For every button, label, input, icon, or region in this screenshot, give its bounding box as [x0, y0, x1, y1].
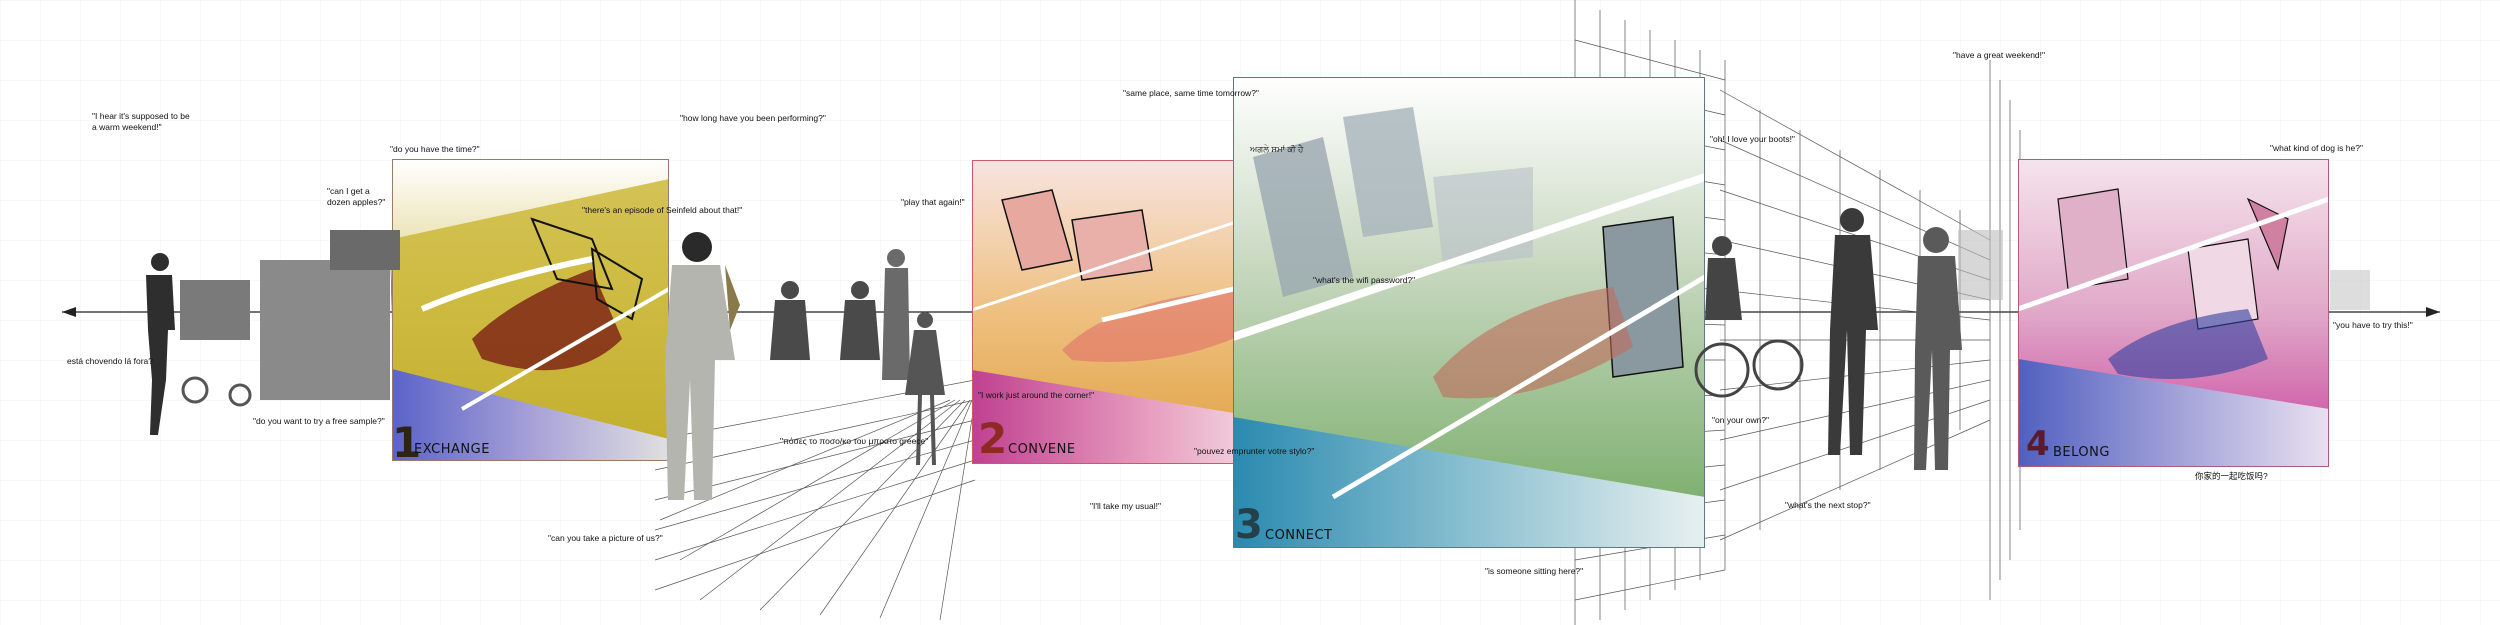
- woman-with-cart-figure: [146, 253, 175, 435]
- quote-on-your-own: "on your own?": [1712, 415, 1770, 425]
- quote-next-stop: "what's the next stop?": [1785, 500, 1871, 510]
- texture-block-left: [1958, 230, 2003, 300]
- quote-do-you-have-time: "do you have the time?": [390, 144, 480, 154]
- quote-wifi: "what's the wifi password?": [1313, 275, 1416, 285]
- drummer-figure: [882, 249, 910, 380]
- stage-number-1: 1: [392, 418, 422, 462]
- timeline-arrow-left: [62, 307, 76, 317]
- quote-picture: "can you take a picture of us?": [548, 533, 663, 543]
- belong-site-plan: [2018, 159, 2329, 467]
- market-cart-figure: [180, 280, 252, 407]
- quote-punjabi: ਅਗਲੇ ਸਮਾਂ ਕੀ ਹੈ: [1250, 144, 1304, 154]
- quote-try-this: "you have to try this!": [2333, 320, 2413, 330]
- quote-free-sample: "do you want to try a free sample?": [253, 416, 385, 426]
- convene-site-plan: [972, 160, 1276, 464]
- quote-love-boots: "oh! I love your boots!": [1710, 134, 1795, 144]
- panel-belong-frame: [2018, 159, 2329, 467]
- man-with-cap-figure: [1914, 227, 1962, 470]
- quote-dozen-apples: "can I get a dozen apples?": [327, 186, 386, 207]
- timeline-arrow-right: [2426, 307, 2440, 317]
- quote-warm-weekend: "I hear it's supposed to be a warm weeke…: [92, 111, 190, 132]
- quote-usual: "I'll take my usual!": [1090, 501, 1161, 511]
- stage-label-convene: CONVENE: [1008, 442, 1076, 457]
- quote-french: "pouvez emprunter votre stylo?": [1194, 446, 1315, 456]
- stage-number-4: 4: [2026, 424, 2050, 464]
- quote-greek: "πόσες το ποσο/κο του μπρατο greece": [780, 436, 929, 446]
- panel-connect-frame: [1233, 77, 1705, 548]
- market-stall-figure: [260, 230, 400, 400]
- quote-esta-chovendo: está chovendo lá fora?: [67, 356, 154, 366]
- texture-block-right: [2330, 270, 2370, 310]
- stage-label-belong: BELONG: [2053, 445, 2110, 460]
- exchange-site-plan: [392, 159, 669, 461]
- connect-site-plan: [1233, 77, 1705, 548]
- panel-connect: 3 CONNECT: [1233, 77, 1705, 548]
- quote-seinfeld: "there's an episode of Seinfeld about th…: [582, 205, 743, 215]
- stage-number-2: 2: [978, 414, 1008, 463]
- quote-same-place: "same place, same time tomorrow?": [1123, 88, 1259, 98]
- man-with-hat-figure: [1828, 208, 1878, 455]
- dancing-girl-figure: [905, 312, 945, 466]
- panel-exchange-frame: [392, 159, 669, 461]
- quote-someone-sitting: "is someone sitting here?": [1485, 566, 1584, 576]
- quote-how-long: "how long have you been performing?": [680, 113, 826, 123]
- quote-great-weekend: "have a great weekend!": [1953, 50, 2046, 60]
- quote-korean: 你家的一起吃饭吗?: [2195, 471, 2268, 481]
- cyclist-figure: [1694, 236, 1804, 398]
- stage-label-exchange: EXCHANGE: [414, 442, 490, 457]
- quote-kind-of-dog: "what kind of dog is he?": [2270, 143, 2363, 153]
- saxophone-player-figure: [665, 232, 740, 500]
- musicians-figure: [770, 281, 880, 360]
- panel-belong: 4 BELONG: [2018, 159, 2329, 467]
- stage-label-connect: CONNECT: [1265, 528, 1333, 543]
- panel-convene: 2 CONVENE: [972, 160, 1276, 464]
- quote-play-again: "play that again!": [901, 197, 965, 207]
- quote-around-corner: "I work just around the corner!": [978, 390, 1095, 400]
- panel-exchange: 1 EXCHANGE: [392, 159, 669, 461]
- stage-number-3: 3: [1235, 502, 1263, 548]
